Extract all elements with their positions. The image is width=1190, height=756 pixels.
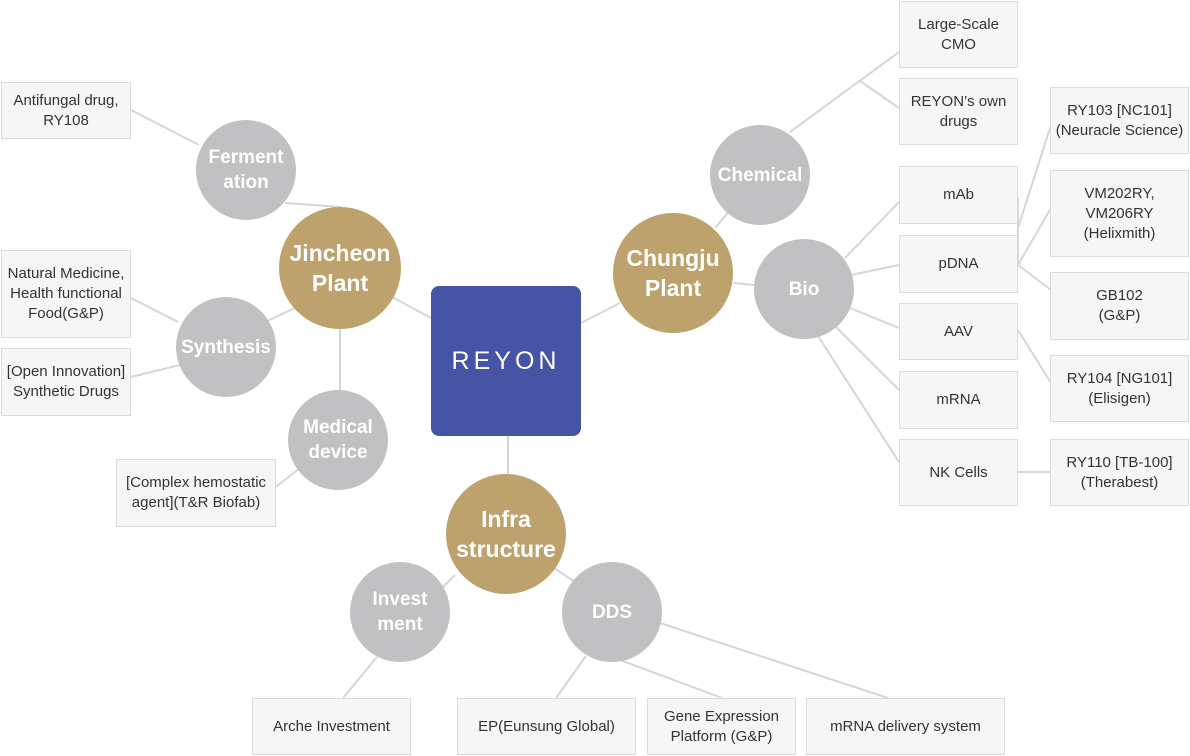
mrna-delivery-text: mRNA delivery system [830, 717, 981, 735]
large-scale-cmo-box: Large-Scale CMO [899, 1, 1018, 68]
chemical-label: Chemical [717, 164, 803, 186]
antifungal-text: Antifungal drug, RY108 [13, 91, 119, 129]
jincheon-plant-node: Jincheon Plant [279, 207, 401, 329]
connector-chemical-owndrugs [859, 80, 900, 109]
dds-label: DDS [591, 601, 633, 623]
reyon-logo: REYON [451, 346, 561, 375]
nk-cells-text: NK Cells [929, 463, 988, 481]
ry103-box: RY103 [NC101] (Neuracle Science) [1050, 87, 1189, 154]
synthesis-node: Synthesis [176, 297, 276, 397]
pdna-text: pDNA [938, 255, 979, 272]
connector-synthesis-natural [130, 297, 179, 323]
connector-aav-ry104 [1017, 329, 1052, 384]
bio-node: Bio [754, 239, 854, 339]
mrna-delivery-box: mRNA delivery system [806, 698, 1005, 755]
connector-bio-mrna [835, 326, 900, 391]
connector-investment-arche [342, 656, 378, 699]
natural-medicine-text: Natural Medicine, Health functional Food… [7, 265, 125, 322]
aav-text: AAV [944, 322, 973, 340]
connector-pdna-gb102 [1017, 264, 1052, 291]
reyon-center-block: REYON [431, 286, 581, 436]
ep-text: EP(Eunsung Global) [478, 717, 615, 735]
own-drugs-text: REYON’s own drugs [910, 92, 1007, 130]
mab-box: mAb [899, 166, 1018, 224]
chungju-plant-node: Chungju Plant [613, 213, 733, 333]
natural-medicine-box: Natural Medicine, Health functional Food… [1, 250, 131, 338]
connector-bio-mab [844, 201, 900, 259]
connector-dds-gene [619, 659, 723, 699]
dds-node: DDS [562, 562, 662, 662]
jincheon-plant-label: Jincheon Plant [289, 240, 391, 296]
investment-node: Invest ment [350, 562, 450, 662]
ry110-box: RY110 [TB-100] (Therabest) [1050, 439, 1189, 506]
chemical-node: Chemical [710, 125, 810, 225]
gb102-text: GB102 (G&P) [1096, 287, 1143, 324]
ry104-box: RY104 [NG101] (Elisigen) [1050, 355, 1189, 422]
ry104-text: RY104 [NG101] (Elisigen) [1066, 369, 1173, 407]
connector-fermentation-antifungal [130, 109, 200, 146]
open-innovation-box: [Open Innovation] Synthetic Drugs [1, 348, 131, 416]
connector-dds-ep [555, 655, 587, 699]
connector-dds-mrna [659, 622, 889, 699]
synthesis-label: Synthesis [181, 336, 271, 358]
aav-box: AAV [899, 303, 1018, 360]
connector-bio-pdna [850, 264, 900, 276]
arche-investment-box: Arche Investment [252, 698, 411, 755]
vm202-text: VM202RY, VM206RY (Helixmith) [1083, 184, 1156, 242]
mrna-text: mRNA [936, 391, 981, 408]
gene-expression-box: Gene Expression Platform (G&P) [647, 698, 796, 755]
ep-box: EP(Eunsung Global) [457, 698, 636, 755]
connector-chungju-bio [732, 282, 756, 286]
bio-label: Bio [788, 278, 820, 300]
hemostatic-box: [Complex hemostatic agent](T&R Biofab) [116, 459, 276, 527]
connector-pdna-vm202 [1017, 207, 1052, 266]
pdna-box: pDNA [899, 235, 1018, 293]
infrastructure-node: Infra structure [446, 474, 566, 594]
hemostatic-text: [Complex hemostatic agent](T&R Biofab) [125, 474, 267, 511]
connector-jincheon-fermentation [284, 202, 342, 208]
arche-investment-text: Arche Investment [273, 717, 390, 735]
gb102-box: GB102 (G&P) [1050, 272, 1189, 340]
connector-center-chungju [580, 302, 621, 324]
ry103-text: RY103 [NC101] (Neuracle Science) [1055, 101, 1184, 139]
investment-label: Invest ment [372, 589, 428, 635]
connector-bio-nk [817, 335, 900, 463]
connector-infra-investment [441, 574, 456, 589]
mab-text: mAb [943, 186, 974, 203]
gene-expression-text: Gene Expression Platform (G&P) [663, 707, 780, 745]
open-innovation-text: [Open Innovation] Synthetic Drugs [6, 363, 126, 400]
ry110-text: RY110 [TB-100] (Therabest) [1066, 453, 1173, 491]
mrna-box: mRNA [899, 371, 1018, 429]
infrastructure-label: Infra structure [456, 506, 556, 562]
connector-chemical-largescale [789, 51, 900, 133]
antifungal-box: Antifungal drug, RY108 [1, 82, 131, 139]
nk-cells-box: NK Cells [899, 439, 1018, 506]
connector-infra-dds [553, 567, 576, 583]
connector-jincheon-synthesis [264, 307, 296, 323]
chungju-plant-label: Chungju Plant [626, 245, 720, 301]
medical-device-node: Medical device [288, 390, 388, 490]
own-drugs-box: REYON’s own drugs [899, 78, 1018, 145]
vm202-box: VM202RY, VM206RY (Helixmith) [1050, 170, 1189, 257]
connector-bio-aav [849, 307, 900, 329]
fermentation-label: Ferment ation [208, 147, 284, 193]
connector-mab-ry103 [1017, 124, 1052, 229]
medical-device-label: Medical device [303, 417, 373, 463]
connector-center-jincheon [391, 296, 432, 319]
connector-synthesis-openinnovation [130, 364, 181, 378]
fermentation-node: Ferment ation [196, 120, 296, 220]
large-scale-cmo-text: Large-Scale CMO [918, 15, 999, 53]
connector-medical-hemostatic [275, 467, 301, 488]
